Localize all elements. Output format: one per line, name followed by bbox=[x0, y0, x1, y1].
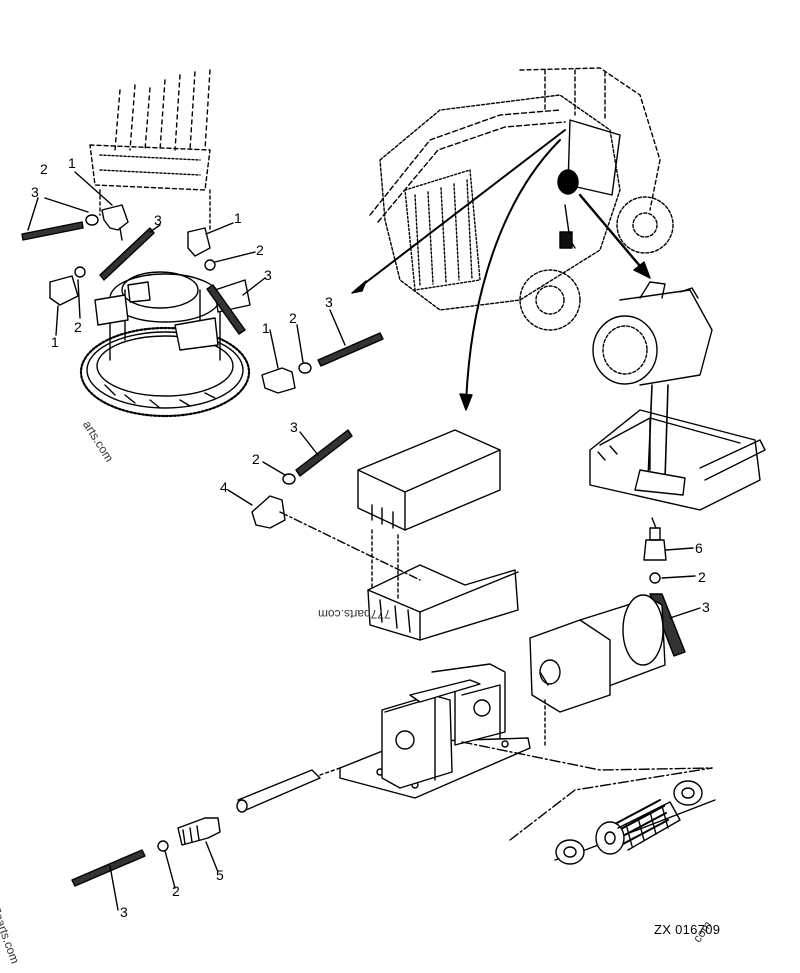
callout-number: 1 bbox=[234, 210, 242, 226]
top-left-fittings bbox=[21, 171, 384, 394]
callout-number: 2 bbox=[698, 569, 706, 585]
callout-number: 2 bbox=[289, 310, 297, 326]
callout-labels: 2 1 3 3 1 2 3 2 1 3 2 1 3 2 4 6 2 3 3 2 … bbox=[31, 155, 710, 920]
callout-number: 1 bbox=[68, 155, 76, 171]
callout-number: 2 bbox=[252, 451, 260, 467]
callout-number: 1 bbox=[51, 334, 59, 350]
callout-number: 2 bbox=[172, 883, 180, 899]
motor-base-assembly bbox=[71, 594, 716, 911]
callout-number: 3 bbox=[325, 294, 333, 310]
callout-number: 3 bbox=[702, 599, 710, 615]
callout-number: 3 bbox=[290, 419, 298, 435]
swing-bearing-assembly bbox=[79, 69, 251, 418]
machine-illustration bbox=[351, 67, 674, 411]
callout-number: 3 bbox=[154, 212, 162, 228]
callout-number: 6 bbox=[695, 540, 703, 556]
callout-number: 3 bbox=[120, 904, 128, 920]
callout-number: 5 bbox=[216, 867, 224, 883]
junction-box bbox=[227, 429, 519, 641]
callout-number: 3 bbox=[31, 184, 39, 200]
callout-number: 1 bbox=[262, 320, 270, 336]
callout-number: 4 bbox=[220, 479, 228, 495]
pump-and-bracket bbox=[589, 281, 766, 657]
callout-number: 2 bbox=[74, 319, 82, 335]
drawing-reference-number: ZX 016709 bbox=[654, 922, 721, 937]
callout-number: 3 bbox=[264, 267, 272, 283]
watermark-text: 777parts.com bbox=[318, 607, 391, 621]
callout-number: 2 bbox=[256, 242, 264, 258]
callout-number: 2 bbox=[40, 161, 48, 177]
